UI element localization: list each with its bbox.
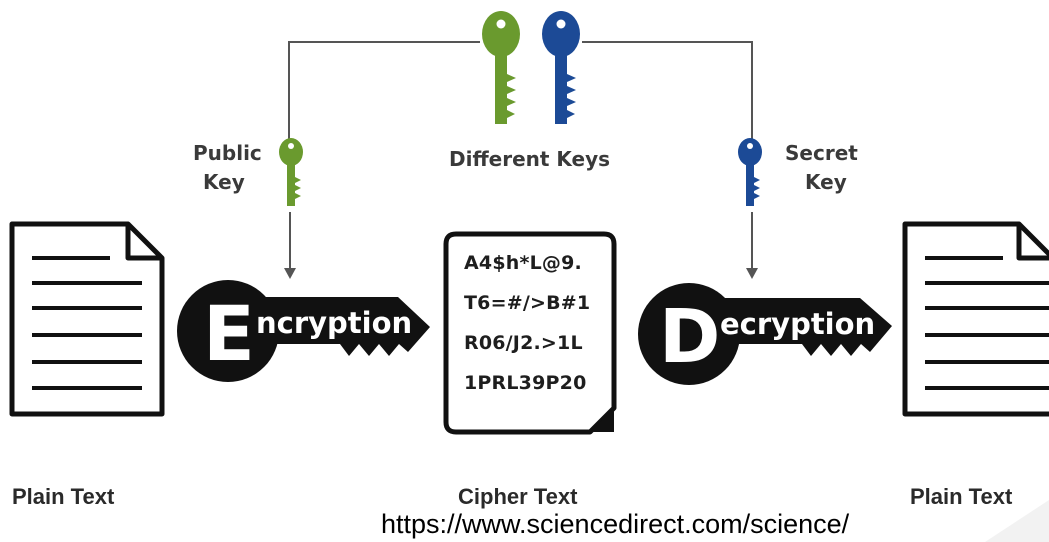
cipher-line-1: A4$h*L@9. [464,252,582,274]
encryption-key-shape [177,280,430,382]
secret-key-label-line-1: Secret [785,141,858,165]
plain-text-label-left: Plain Text [12,484,115,509]
cipher-line-3: R06/J2.>1L [464,332,583,354]
decryption-key-shape [638,283,892,385]
different-keys-label: Different Keys [449,147,611,171]
encryption-initial: E [203,289,255,378]
public-key-small-icon [279,138,303,206]
cipher-document-icon [443,231,617,435]
cipher-line-4: 1PRL39P20 [464,372,587,394]
cipher-line-2: T6=#/>B#1 [464,292,591,314]
secret-key-icon [542,11,580,124]
right-connector-line [582,41,753,143]
public-key-label-line-1: Public [193,141,262,165]
document-icon [902,221,1049,417]
arrow-icon [746,268,758,279]
public-key-label-line-2: Key [203,170,245,194]
document-icon [9,221,165,417]
cipher-text-label: Cipher Text [458,484,578,509]
decryption-initial: D [659,294,720,380]
encryption-word: ncryption [256,306,412,340]
arrow-icon [284,268,296,279]
public-key-icon [482,11,520,124]
left-connector-line [288,41,480,143]
source-url: https://www.sciencedirect.com/science/ [381,509,850,539]
plain-text-label-right: Plain Text [910,484,1013,509]
decryption-word: ecryption [720,307,875,341]
secret-key-small-icon [738,138,762,206]
secret-key-label-line-2: Key [805,170,847,194]
watermark-shape [985,500,1049,542]
